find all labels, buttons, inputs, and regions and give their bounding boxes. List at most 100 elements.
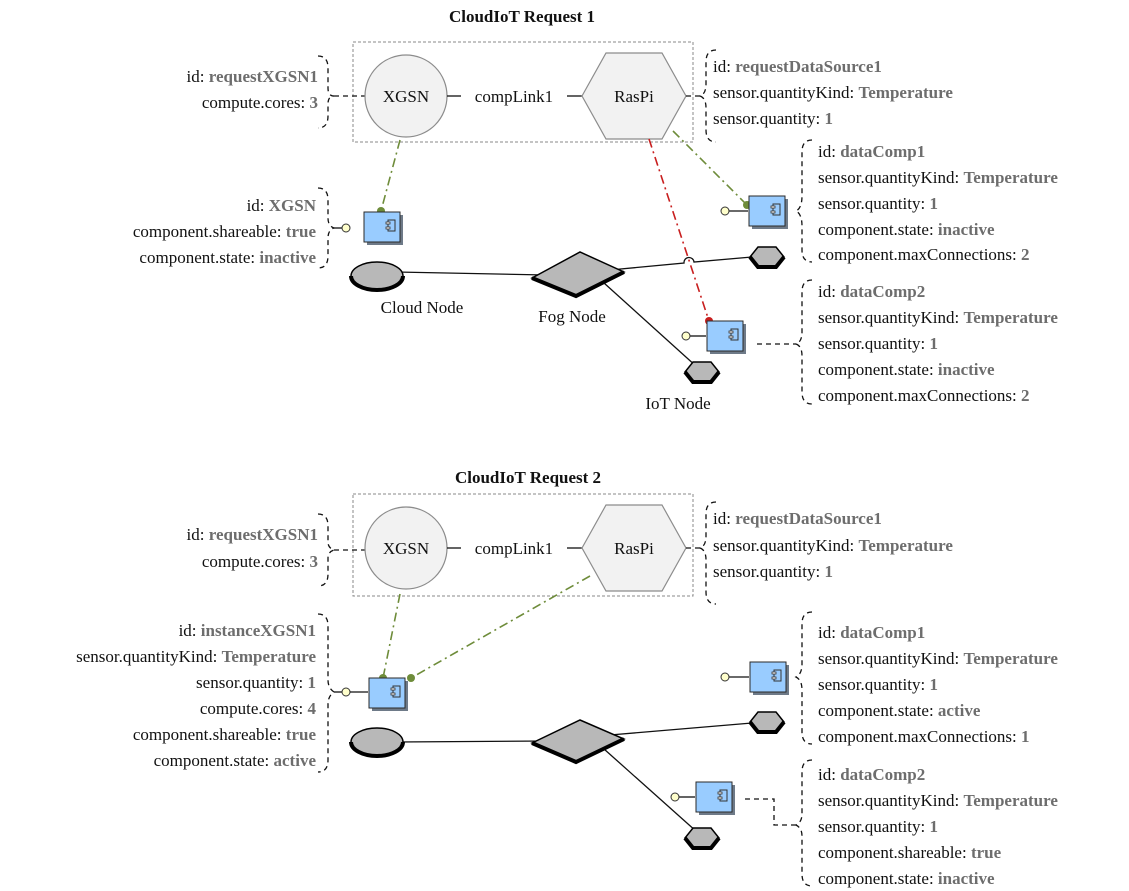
attr-line: component.maxConnections: 2 — [818, 386, 1030, 405]
network-link — [395, 271, 547, 276]
network-link — [609, 256, 753, 271]
cloud-node-shadow — [349, 741, 405, 758]
left-bracket — [317, 513, 337, 587]
attr-line: sensor.quantity: 1 — [818, 334, 938, 353]
attr-line: id: requestDataSource1 — [713, 509, 882, 528]
interface-port — [681, 331, 691, 341]
attr-line: id: requestXGSN1 — [187, 67, 318, 86]
mapping-link — [410, 575, 591, 679]
interface-port — [720, 672, 730, 682]
component-icon — [695, 781, 736, 816]
attr-line: sensor.quantityKind: Temperature — [818, 649, 1058, 668]
right-bracket — [697, 49, 717, 143]
interface-port — [341, 687, 351, 697]
component-icon — [749, 661, 790, 696]
attr-line: id: instanceXGSN1 — [179, 621, 316, 640]
attr-line: compute.cores: 3 — [202, 93, 318, 112]
request-2: CloudIoT Request 2 id: requestXGSN1 comp… — [76, 468, 1058, 888]
attr-line: component.state: inactive — [818, 869, 995, 888]
iot-node-shadow — [683, 370, 721, 384]
attr-line: sensor.quantity: 1 — [818, 817, 938, 836]
right-bracket — [794, 139, 813, 263]
network-link — [603, 748, 698, 833]
left-bracket — [317, 55, 335, 129]
attr-line: sensor.quantityKind: Temperature — [818, 308, 1058, 327]
right-bracket — [794, 611, 813, 745]
attr-line: component.shareable: true — [818, 843, 1002, 862]
raspi-label: RasPi — [614, 87, 654, 106]
attr-line: id: dataComp2 — [818, 765, 925, 784]
attr-line: sensor.quantity: 1 — [818, 675, 938, 694]
xgsn-label: XGSN — [383, 87, 429, 106]
attr-line: sensor.quantityKind: Temperature — [713, 536, 953, 555]
request-boundary — [352, 41, 694, 143]
attr-line: id: dataComp1 — [818, 623, 925, 642]
comp-link-label: compLink1 — [475, 87, 553, 106]
interface-port — [720, 206, 730, 216]
fog-node-shadow — [531, 270, 625, 299]
request-title: CloudIoT Request 1 — [449, 7, 595, 26]
data-comp-1-attributes: id: dataComp1 sensor.quantityKind: Tempe… — [818, 623, 1058, 746]
attr-line: component.state: inactive — [139, 248, 316, 267]
right-bracket — [794, 759, 813, 887]
attr-line: compute.cores: 3 — [202, 552, 318, 571]
attr-line: component.state: active — [818, 701, 981, 720]
attr-line: sensor.quantityKind: Temperature — [713, 83, 953, 102]
raspi-label: RasPi — [614, 539, 654, 558]
cloud-node-shadow — [349, 275, 405, 292]
component-icon — [368, 677, 409, 712]
xgsn-label: XGSN — [383, 539, 429, 558]
attr-line: component.shareable: true — [133, 725, 317, 744]
mapping-link — [380, 139, 401, 212]
attr-line: component.state: active — [154, 751, 317, 770]
mapping-endpoint — [407, 674, 415, 682]
attr-line: id: dataComp1 — [818, 142, 925, 161]
attr-line: sensor.quantityKind: Temperature — [76, 647, 316, 666]
fog-node-shadow — [531, 737, 625, 765]
cloud-component-attributes: id: XGSN component.shareable: true compo… — [133, 196, 317, 267]
iot-node-label: IoT Node — [645, 394, 710, 413]
attr-line: sensor.quantity: 1 — [818, 194, 938, 213]
interface-port — [670, 792, 680, 802]
iot-node-shadow — [748, 255, 786, 269]
data-source-request-attributes: id: requestDataSource1 sensor.quantityKi… — [713, 57, 953, 128]
right-bracket — [793, 279, 813, 405]
left-bracket — [317, 187, 337, 269]
request-title: CloudIoT Request 2 — [455, 468, 601, 487]
network-link — [603, 282, 698, 368]
network-link — [609, 722, 753, 736]
data-comp-2-attributes: id: dataComp2 sensor.quantityKind: Tempe… — [818, 282, 1058, 405]
annotation-connector — [745, 798, 796, 826]
attr-line: sensor.quantity: 1 — [713, 109, 833, 128]
component-icon — [706, 320, 747, 355]
fog-node-shape — [530, 719, 626, 763]
interface-port — [341, 223, 351, 233]
attr-line: component.maxConnections: 1 — [818, 727, 1030, 746]
attr-line: sensor.quantityKind: Temperature — [818, 791, 1058, 810]
attr-line: id: XGSN — [247, 196, 317, 215]
attr-line: sensor.quantityKind: Temperature — [818, 168, 1058, 187]
network-link — [395, 740, 547, 743]
mapping-link — [648, 138, 710, 322]
attr-line: compute.cores: 4 — [200, 699, 317, 718]
request-boundary — [352, 493, 694, 597]
instance-component-attributes: id: instanceXGSN1 sensor.quantityKind: T… — [76, 621, 316, 770]
comp-link-label: compLink1 — [475, 539, 553, 558]
iot-node-shadow — [748, 720, 786, 734]
mapping-link — [382, 593, 401, 679]
mapping-link — [672, 130, 748, 206]
fog-node-label: Fog Node — [538, 307, 606, 326]
cloud-node-label: Cloud Node — [381, 298, 464, 317]
attr-line: component.state: inactive — [818, 220, 995, 239]
xgsn-request-attributes: id: requestXGSN1 compute.cores: 3 — [187, 525, 318, 571]
attr-line: component.maxConnections: 2 — [818, 245, 1030, 264]
xgsn-request-attributes: id: requestXGSN1 compute.cores: 3 — [187, 67, 318, 112]
attr-line: sensor.quantity: 1 — [196, 673, 316, 692]
data-source-request-attributes: id: requestDataSource1 sensor.quantityKi… — [713, 509, 953, 581]
attr-line: id: requestDataSource1 — [713, 57, 882, 76]
attr-line: id: requestXGSN1 — [187, 525, 318, 544]
left-bracket — [317, 613, 336, 773]
attr-line: id: dataComp2 — [818, 282, 925, 301]
attr-line: sensor.quantity: 1 — [713, 562, 833, 581]
